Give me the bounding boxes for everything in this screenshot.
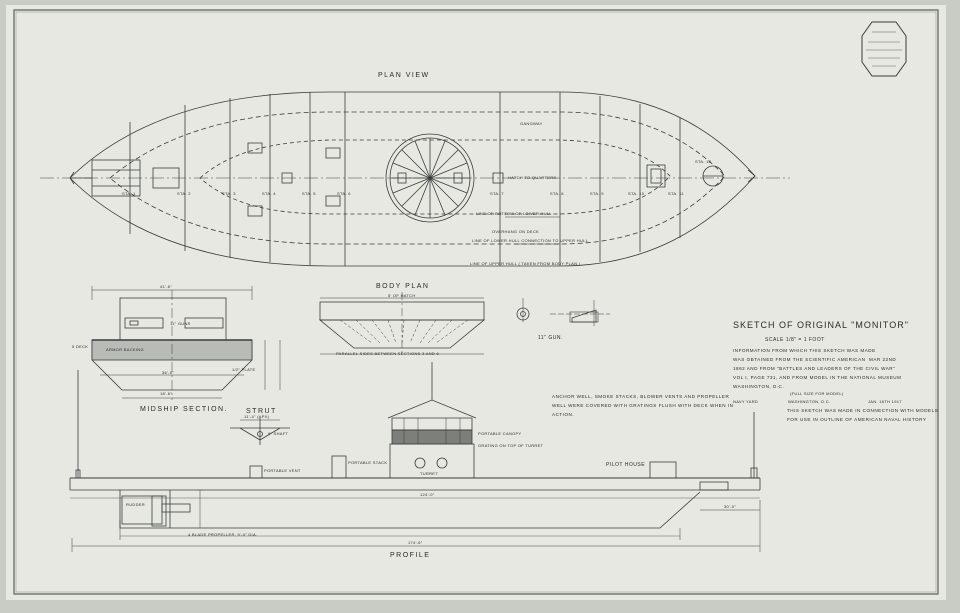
date-label: JAN. 16TH 1917 xyxy=(868,399,902,404)
place-label: WASHINGTON, D.C. xyxy=(788,399,831,404)
station-label: STA. 2 xyxy=(177,191,191,196)
full-size-label: (FULL SIZE FOR MODEL) xyxy=(790,391,844,396)
station-label: STA. 8 xyxy=(550,191,564,196)
vent-label: PORTABLE VENT xyxy=(264,468,301,473)
gangway-label: GANGWAY xyxy=(520,121,543,126)
profile-turret xyxy=(387,362,477,479)
profile-title: PROFILE xyxy=(390,552,431,559)
pilot-house xyxy=(649,461,677,479)
midship-width-bottom: 18'-6" xyxy=(160,391,172,396)
rudder-label: RUDDER xyxy=(126,502,145,507)
sheet-title: SKETCH OF ORIGINAL "MONITOR" xyxy=(733,320,909,330)
navy-stamp xyxy=(861,21,907,77)
midship-armor-label: ARMOR BACKING xyxy=(106,347,144,352)
station-label: STA. 5 xyxy=(302,191,316,196)
midship-width-top: 41'-6" xyxy=(160,284,172,289)
sheet-border xyxy=(13,9,939,595)
strut-title: STRUT xyxy=(246,408,277,415)
strut-detail xyxy=(230,418,290,445)
navy-yard-label: NAVY YARD xyxy=(733,399,759,404)
turret-label: TURRET xyxy=(420,471,439,476)
strut-width-label: 11'-4" (APX) xyxy=(244,414,270,419)
overall-length-label: 174'-6" xyxy=(408,540,423,545)
station-label: STA. 3 xyxy=(222,191,236,196)
gun-detail xyxy=(516,298,610,326)
scale-label: SCALE 1/8" = 1 FOOT xyxy=(765,337,825,343)
stack-label: PORTABLE STACK xyxy=(348,460,388,465)
paper xyxy=(6,5,946,600)
body-plan xyxy=(318,292,486,355)
strut-shaft-label: 9" SHAFT xyxy=(268,431,289,436)
midship-section xyxy=(91,286,281,400)
profile-lower-hull xyxy=(119,490,701,529)
lower-hull-label: LINE OF LOWER HULL CONNECTION TO UPPER H… xyxy=(472,238,589,243)
overhang-label: OVERHANG ON DECK xyxy=(492,229,540,234)
midship-deck-label: 5 DECK xyxy=(72,344,89,349)
pilot-house-label: PILOT HOUSE xyxy=(606,462,646,468)
propeller-label: 4 BLADE PROPELLER, 9'-0" DIA. xyxy=(188,532,258,537)
station-label: STA. 7 xyxy=(490,191,504,196)
station-label: STA. 1 xyxy=(122,191,136,196)
body-plan-bottom-label: PARALLEL SIDES BETWEEN SECTIONS 3 AND 6 xyxy=(336,351,440,356)
hull-length-label: 124'-0" xyxy=(420,492,435,497)
plan-view-title: PLAN VIEW xyxy=(378,72,430,79)
source-info: INFORMATION FROM WHICH THIS SKETCH WAS M… xyxy=(733,348,902,389)
upper-hull-label: LINE OF UPPER HULL ( TAKEN FROM BODY PLA… xyxy=(470,261,581,266)
station-label: STA. 11 xyxy=(668,191,684,196)
water-line-label: LINE OF BOTTOM OF LOWER HULL xyxy=(476,211,552,216)
bow-overhang-label: 30'-0" xyxy=(724,504,736,509)
hatch-label: HATCH TO QUARTERS xyxy=(508,175,557,180)
midship-plate-label: 1/2" PLATE xyxy=(232,367,256,372)
canopy-label: PORTABLE CANOPY xyxy=(478,431,522,436)
profile-view xyxy=(69,362,761,552)
station-label: STA. 6 xyxy=(337,191,351,196)
gun-title: 11" GUN. xyxy=(538,335,563,341)
gratings-note: ANCHOR WELL, SMOKE STACKS, BLOWER VENTS … xyxy=(552,394,734,417)
station-label: STA. 9 xyxy=(590,191,604,196)
body-plan-title: BODY PLAN xyxy=(376,283,430,290)
station-label: STA. 12 xyxy=(695,159,712,164)
grating-label: GRATING ON TOP OF TURRET xyxy=(478,443,544,448)
plan-turret xyxy=(385,133,475,223)
midship-guns-label: 11" GUNS xyxy=(170,321,191,326)
purpose-note: THIS SKETCH WAS MADE IN CONNECTION WITH … xyxy=(787,408,939,422)
station-label: STA. 4 xyxy=(262,191,276,196)
body-plan-top-label: 5' OF HATCH xyxy=(388,293,416,298)
plan-view xyxy=(40,91,790,267)
midship-section-title: MIDSHIP SECTION. xyxy=(140,406,229,413)
station-label: STA. 10 xyxy=(628,191,645,196)
midship-width-mid: 36'-0" xyxy=(162,370,174,375)
